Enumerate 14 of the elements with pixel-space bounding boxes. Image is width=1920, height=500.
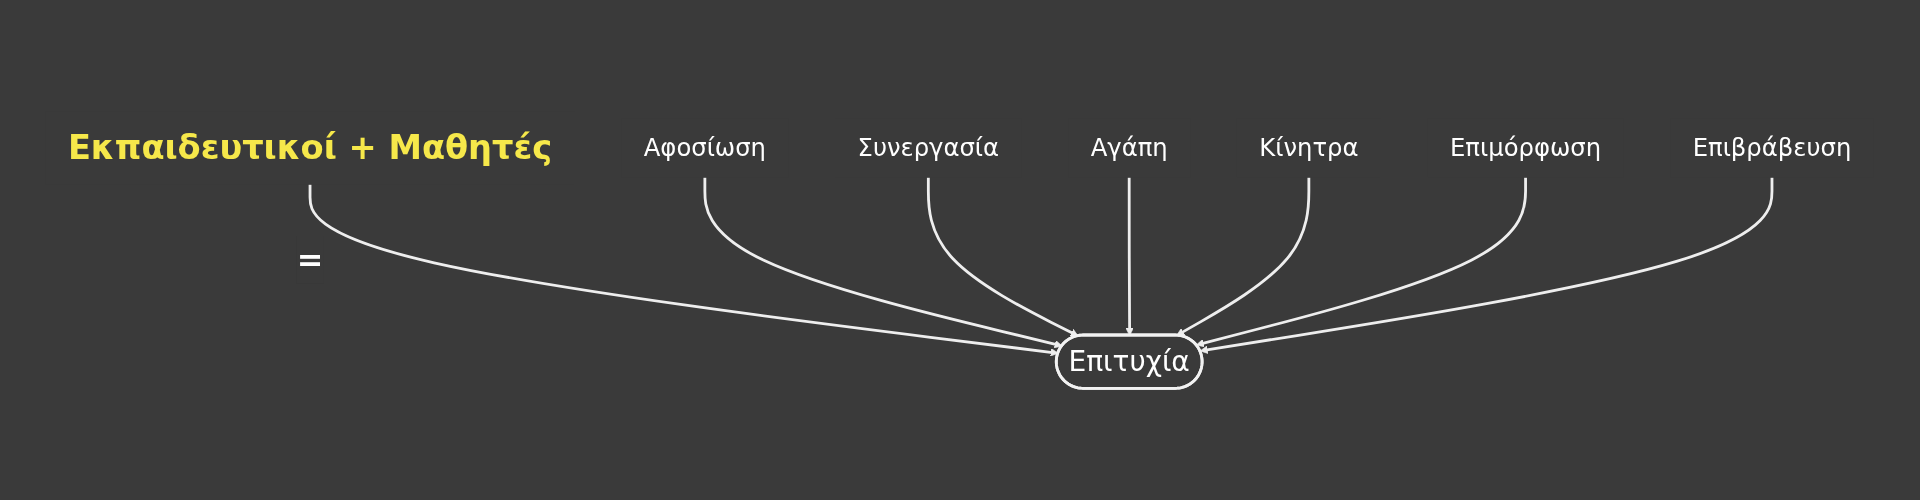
node-text: Επιμόρφωση [1450, 133, 1602, 162]
node-text: Εκπαιδευτικοί + Μαθητές [68, 128, 553, 167]
arrow [1176, 177, 1311, 336]
arrow [927, 177, 1079, 337]
arrow [1200, 177, 1774, 354]
node-text: Επιβράβευση [1693, 133, 1852, 162]
node-text: Αγάπη [1091, 133, 1169, 162]
node-text: Αφοσίωση [644, 133, 767, 162]
node-text: Κίνητρα [1259, 133, 1359, 162]
node-text: Συνεργασία [857, 133, 1000, 162]
edge-label: = [297, 240, 324, 279]
arrow [1125, 177, 1135, 336]
arrow [703, 177, 1063, 349]
arrow [1196, 177, 1528, 348]
